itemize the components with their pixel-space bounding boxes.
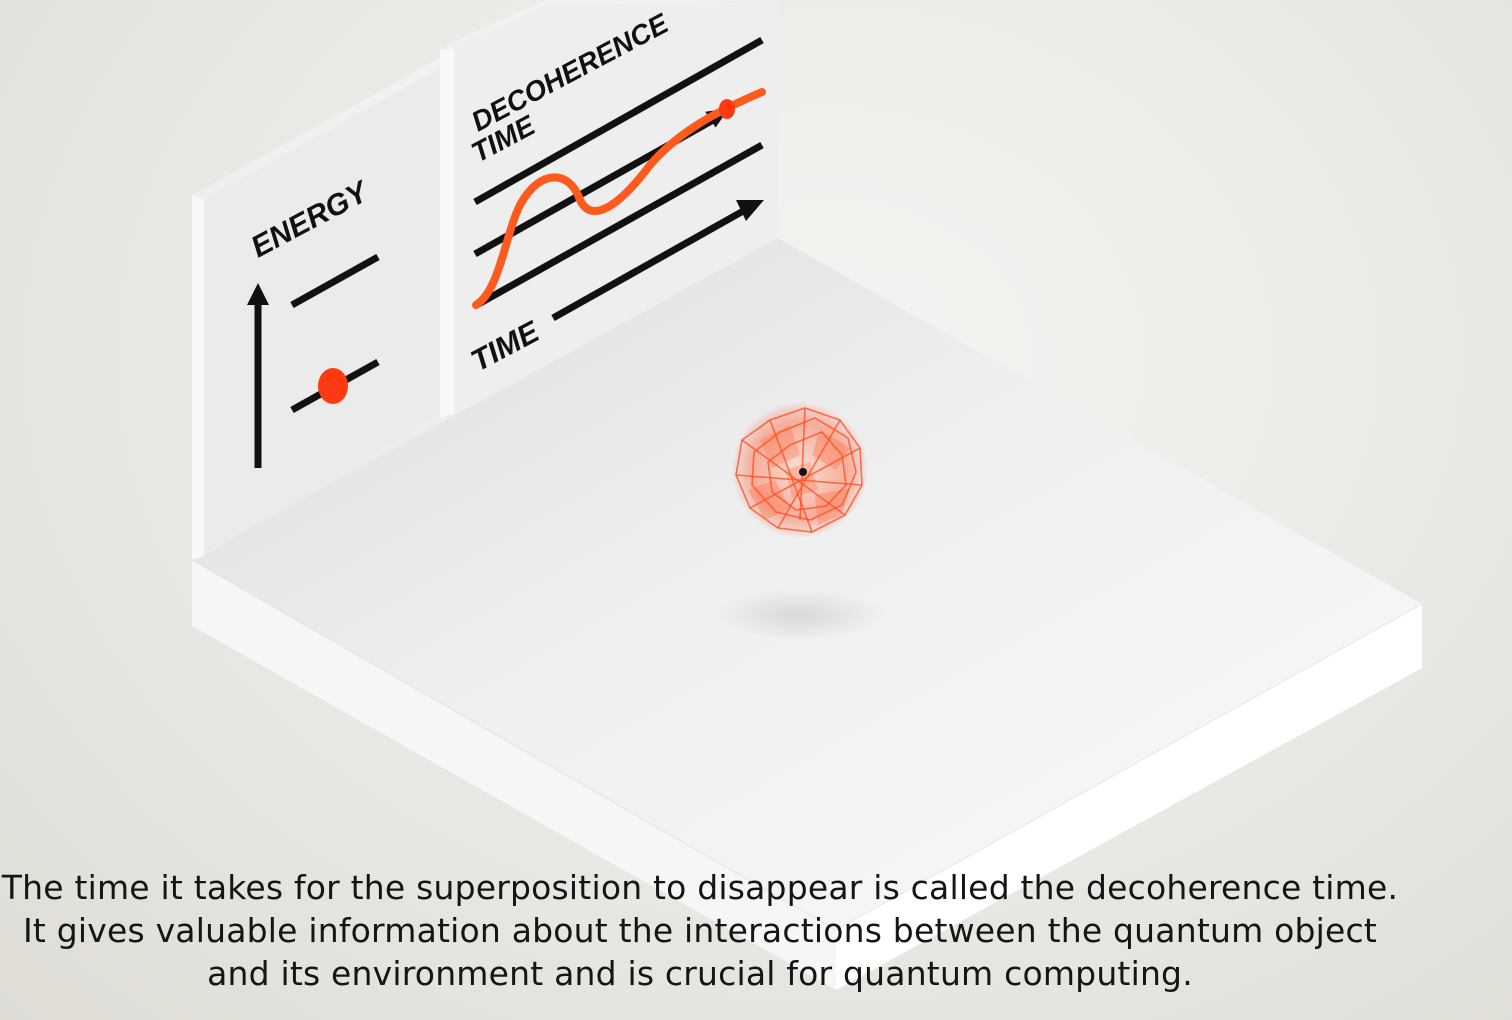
- decoherence-curve: [472, 88, 766, 309]
- decoherence-panel: DECOHERENCE TIME TIME: [440, 0, 778, 418]
- graph-bottom-line: [473, 141, 764, 310]
- upper-energy-level: [290, 253, 380, 309]
- graph-top-line: [473, 36, 764, 206]
- arrow-head-icon: [247, 283, 269, 305]
- quantum-object-cloud: [715, 402, 885, 641]
- object-center-dot: [799, 468, 807, 476]
- floor-slab: [191, 238, 1423, 990]
- energy-panel: ENERGY: [192, 58, 440, 560]
- curve-end-dot: [719, 99, 735, 119]
- particle-dot: [318, 368, 348, 404]
- caption-line-1: The time it takes for the superposition …: [1, 868, 1399, 907]
- time-axis-arrow: [551, 206, 747, 322]
- caption-line-2: It gives valuable information about the …: [22, 911, 1378, 950]
- subtitle-caption: The time it takes for the superposition …: [0, 866, 1400, 995]
- caption-line-3: and its environment and is crucial for q…: [207, 954, 1193, 993]
- arrow-head-icon: [736, 200, 764, 221]
